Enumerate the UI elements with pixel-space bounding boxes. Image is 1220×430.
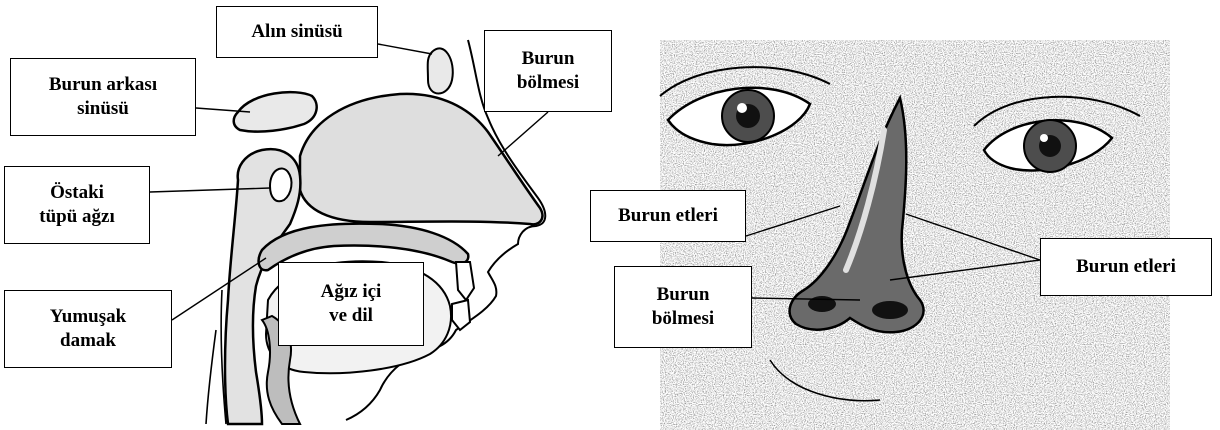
label-text: Burun bölmesi [517,47,579,95]
frontal-sinus-shape [428,48,453,93]
label-agiz-ici-ve-dil: Ağız içi ve dil [278,262,424,346]
leader-alin-sinusu [378,44,432,54]
eustachian-opening-shape [270,168,291,201]
label-text: Yumuşak damak [50,305,126,353]
label-burun-bolmesi-left: Burun bölmesi [484,30,612,112]
label-ostaki-tupu-agzi: Östaki tüpü ağzı [4,166,150,244]
label-burun-etleri-outer: Burun etleri [1040,238,1212,296]
label-text: Östaki tüpü ağzı [39,181,115,229]
nasal-cavity-shape [300,94,542,224]
label-text: Burun etleri [618,204,718,228]
label-text: Alın sinüsü [251,20,342,44]
label-text: Burun bölmesi [652,283,714,331]
label-alin-sinusu: Alın sinüsü [216,6,378,58]
neck-outline [206,290,226,424]
label-yumusak-damak: Yumuşak damak [4,290,172,368]
lower-teeth-shape [452,300,470,330]
upper-teeth-shape [456,262,474,300]
label-burun-arkasi-sinusu: Burun arkası sinüsü [10,58,196,136]
label-text: Burun arkası sinüsü [49,73,157,121]
label-text: Burun etleri [1076,255,1176,279]
label-burun-bolmesi-right: Burun bölmesi [614,266,752,348]
leader-burun-bolmesi-left [498,112,548,156]
label-burun-etleri-inner: Burun etleri [590,190,746,242]
label-text: Ağız içi ve dil [321,280,382,328]
